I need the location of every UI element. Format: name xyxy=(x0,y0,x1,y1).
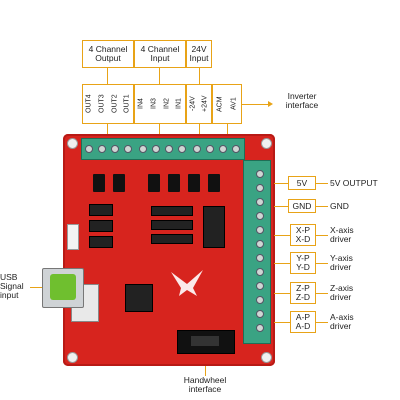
label-usb-signal-input: USB Signal input xyxy=(0,272,24,300)
pin-label-group-inverter xyxy=(212,84,242,124)
pin-label-group-out xyxy=(82,84,134,124)
usb-port xyxy=(50,274,76,300)
label-z-axis-pins: Z-P Z-D xyxy=(290,282,316,304)
pin-in3: IN3 xyxy=(150,98,158,110)
pin-out2: OUT2 xyxy=(111,94,119,114)
label-x-axis-pins: X-P X-D xyxy=(290,224,316,246)
label-5v: 5V xyxy=(288,176,316,190)
pin-in4: IN4 xyxy=(137,98,145,110)
label-gnd: GND xyxy=(288,199,316,213)
label-24v-input: 24V Input xyxy=(186,40,212,68)
label-y-axis-pins: Y-P Y-D xyxy=(290,252,316,274)
label-a-axis-driver: A-axis driver xyxy=(330,312,354,331)
pin-av1: AV1 xyxy=(230,97,238,111)
mcu-chip xyxy=(125,284,153,312)
label-x-axis-driver: X-axis driver xyxy=(330,225,354,244)
top-terminal-block xyxy=(81,138,245,160)
eagle-logo xyxy=(171,270,203,296)
pin-acm: ACM xyxy=(216,96,224,112)
controller-board xyxy=(63,134,275,366)
pin-minus-24v: -24V xyxy=(189,96,197,112)
pin-out3: OUT3 xyxy=(98,94,106,114)
pin-label-group-power xyxy=(186,84,212,124)
pin-out4: OUT4 xyxy=(85,94,93,114)
pin-label-group-in xyxy=(134,84,186,124)
label-y-axis-driver: Y-axis driver xyxy=(330,253,353,272)
pin-plus-24v: +24V xyxy=(201,95,209,113)
label-handwheel-interface: Handwheel interface xyxy=(183,375,227,394)
label-inverter-interface: Inverter interface xyxy=(285,91,319,110)
label-4-channel-output: 4 Channel Output xyxy=(82,40,134,68)
pin-out1: OUT1 xyxy=(123,94,131,114)
label-a-axis-pins: A-P A-D xyxy=(290,311,316,333)
label-z-axis-driver: Z-axis driver xyxy=(330,283,354,302)
pin-in1: IN1 xyxy=(175,98,183,110)
label-gnd-output: GND xyxy=(330,201,349,211)
pin-in2: IN2 xyxy=(163,98,171,110)
label-5v-output: 5V OUTPUT xyxy=(330,178,378,188)
label-4-channel-input: 4 Channel Input xyxy=(134,40,186,68)
